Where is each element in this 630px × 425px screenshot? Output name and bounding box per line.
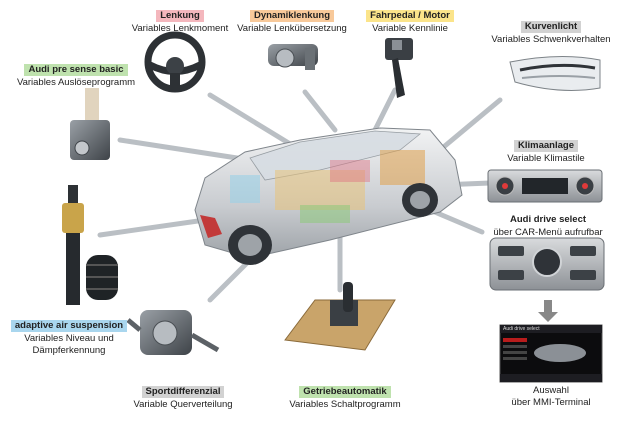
label-lenkung-sub: Variables Lenkmoment <box>131 23 229 34</box>
label-dynamiklenkung-title: Dynamiklenkung <box>249 10 335 22</box>
label-getriebe: Getriebeautomatik Variables Schaltprogra… <box>280 384 410 411</box>
dynamic-steering-figure <box>268 44 318 70</box>
label-sportdiff-title: Sportdifferenzial <box>141 386 225 398</box>
headlight-figure <box>509 55 601 91</box>
label-presense-title: Audi pre sense basic <box>24 64 128 76</box>
label-dynamiklenkung: Dynamiklenkung Variable Lenkübersetzung <box>228 8 356 35</box>
label-auswahl-line1: Auswahl <box>533 385 569 396</box>
label-kurvenlicht: Kurvenlicht Variables Schwenkverhalten <box>484 19 618 46</box>
air-suspension-figure <box>62 185 118 305</box>
climate-panel-figure <box>487 169 603 203</box>
label-dynamiklenkung-sub: Variable Lenkübersetzung <box>237 23 347 34</box>
label-kurvenlicht-title: Kurvenlicht <box>520 21 582 33</box>
label-klima-sub: Variable Klimastile <box>507 153 585 164</box>
connector-lines <box>97 87 503 303</box>
label-fahrpedal-title: Fahrpedal / Motor <box>366 10 454 22</box>
label-lenkung-title: Lenkung <box>156 10 204 22</box>
label-kurvenlicht-sub: Variables Schwenkverhalten <box>491 34 611 45</box>
label-airsusp-title: adaptive air suspension <box>10 320 128 332</box>
label-airsusp: adaptive air suspension Variables Niveau… <box>2 318 136 357</box>
label-auswahl: Auswahl über MMI-Terminal <box>500 385 602 409</box>
label-klima: Klimaanlage Variable Klimastile <box>490 138 602 165</box>
label-driveselect-sub: über CAR-Menü aufrufbar <box>493 227 603 238</box>
down-arrow-icon <box>538 300 558 322</box>
mmi-screen-header: Audi drive select <box>503 326 540 332</box>
label-fahrpedal-sub: Variable Kennlinie <box>372 23 448 34</box>
label-getriebe-sub: Variables Schaltprogramm <box>289 399 401 410</box>
label-driveselect: Audi drive select über CAR-Menü aufrufba… <box>486 212 610 239</box>
label-klima-title: Klimaanlage <box>514 140 578 152</box>
car-illustration <box>194 127 463 265</box>
label-sportdiff: Sportdifferenzial Variable Querverteilun… <box>118 384 248 411</box>
pre-sense-module-figure <box>70 88 110 160</box>
label-airsusp-sub2: Dämpferkennung <box>32 345 106 356</box>
sport-differential-figure <box>126 310 220 355</box>
label-airsusp-sub1: Variables Niveau und <box>24 333 114 344</box>
label-fahrpedal: Fahrpedal / Motor Variable Kennlinie <box>356 8 464 35</box>
label-sportdiff-sub: Variable Querverteilung <box>133 399 233 410</box>
label-getriebe-title: Getriebeautomatik <box>299 386 391 398</box>
drive-select-panel-figure <box>489 237 605 291</box>
label-presense-sub: Variables Auslöseprogramm <box>16 77 136 88</box>
gear-shifter-figure <box>284 282 396 351</box>
label-auswahl-line2: über MMI-Terminal <box>511 397 591 408</box>
label-lenkung: Lenkung Variables Lenkmoment <box>130 8 230 35</box>
label-presense: Audi pre sense basic Variables Auslösepr… <box>6 62 146 89</box>
label-driveselect-title: Audi drive select <box>509 214 587 225</box>
steering-wheel-figure <box>144 31 206 93</box>
accelerator-pedal-figure <box>385 38 413 98</box>
mmi-screen-figure <box>499 324 603 383</box>
